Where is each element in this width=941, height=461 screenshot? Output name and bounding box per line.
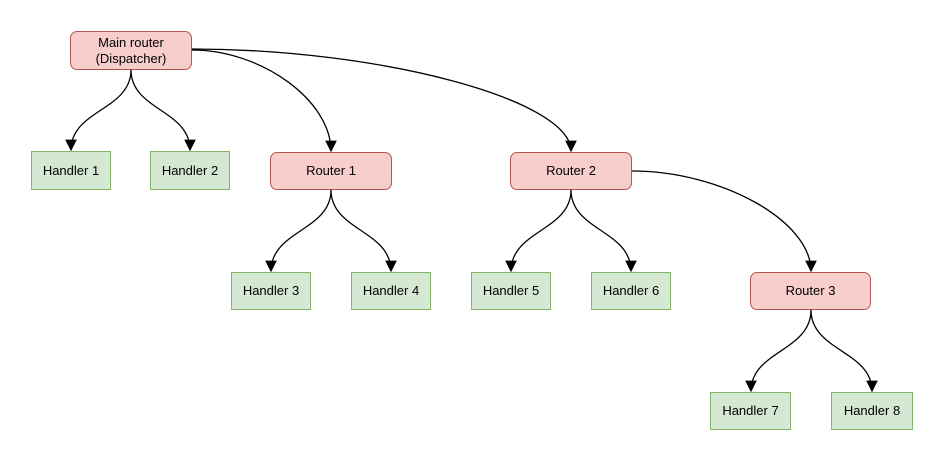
node-handler-8[interactable]: Handler 8 [831,392,913,430]
node-handler-1[interactable]: Handler 1 [31,151,111,190]
node-handler-5-label: Handler 5 [482,283,540,298]
edge-main-router-to-handler1 [65,69,132,152]
node-handler-4[interactable]: Handler 4 [351,272,431,310]
node-router-3[interactable]: Router 3 [750,272,871,310]
node-router-2-label: Router 2 [546,163,596,178]
edge-router1-to-handler3 [265,189,332,273]
edge-router2-to-router3 [631,170,817,273]
node-handler-1-label: Handler 1 [42,162,100,178]
edge-router1-to-handler4 [330,189,397,273]
node-router-2[interactable]: Router 2 [510,152,632,190]
node-handler-3[interactable]: Handler 3 [231,272,311,310]
edge-main-router-to-router2 [191,48,577,153]
node-handler-2-label: Handler 2 [161,162,219,178]
edge-main-router-to-router1 [191,49,337,153]
edge-router2-to-handler5 [505,189,572,273]
node-handler-4-label: Handler 4 [362,283,420,298]
node-handler-3-label: Handler 3 [242,283,300,298]
node-handler-5[interactable]: Handler 5 [471,272,551,310]
node-handler-6-label: Handler 6 [602,283,660,298]
edge-router3-to-handler8 [810,309,878,393]
node-handler-8-label: Handler 8 [843,403,901,418]
edge-main-router-to-handler2 [130,69,196,152]
node-router-1[interactable]: Router 1 [270,152,392,190]
node-handler-7-label: Handler 7 [722,403,779,418]
node-handler-7[interactable]: Handler 7 [710,392,791,430]
edge-router3-to-handler7 [745,309,812,393]
node-handler-2[interactable]: Handler 2 [150,151,230,190]
node-router-1-label: Router 1 [306,163,356,178]
edge-router2-to-handler6 [570,189,637,273]
node-router-3-label: Router 3 [785,283,836,298]
node-handler-6[interactable]: Handler 6 [591,272,671,310]
node-main-router-label: Main router (Dispatcher) [95,34,167,66]
node-main-router[interactable]: Main router (Dispatcher) [70,31,192,70]
